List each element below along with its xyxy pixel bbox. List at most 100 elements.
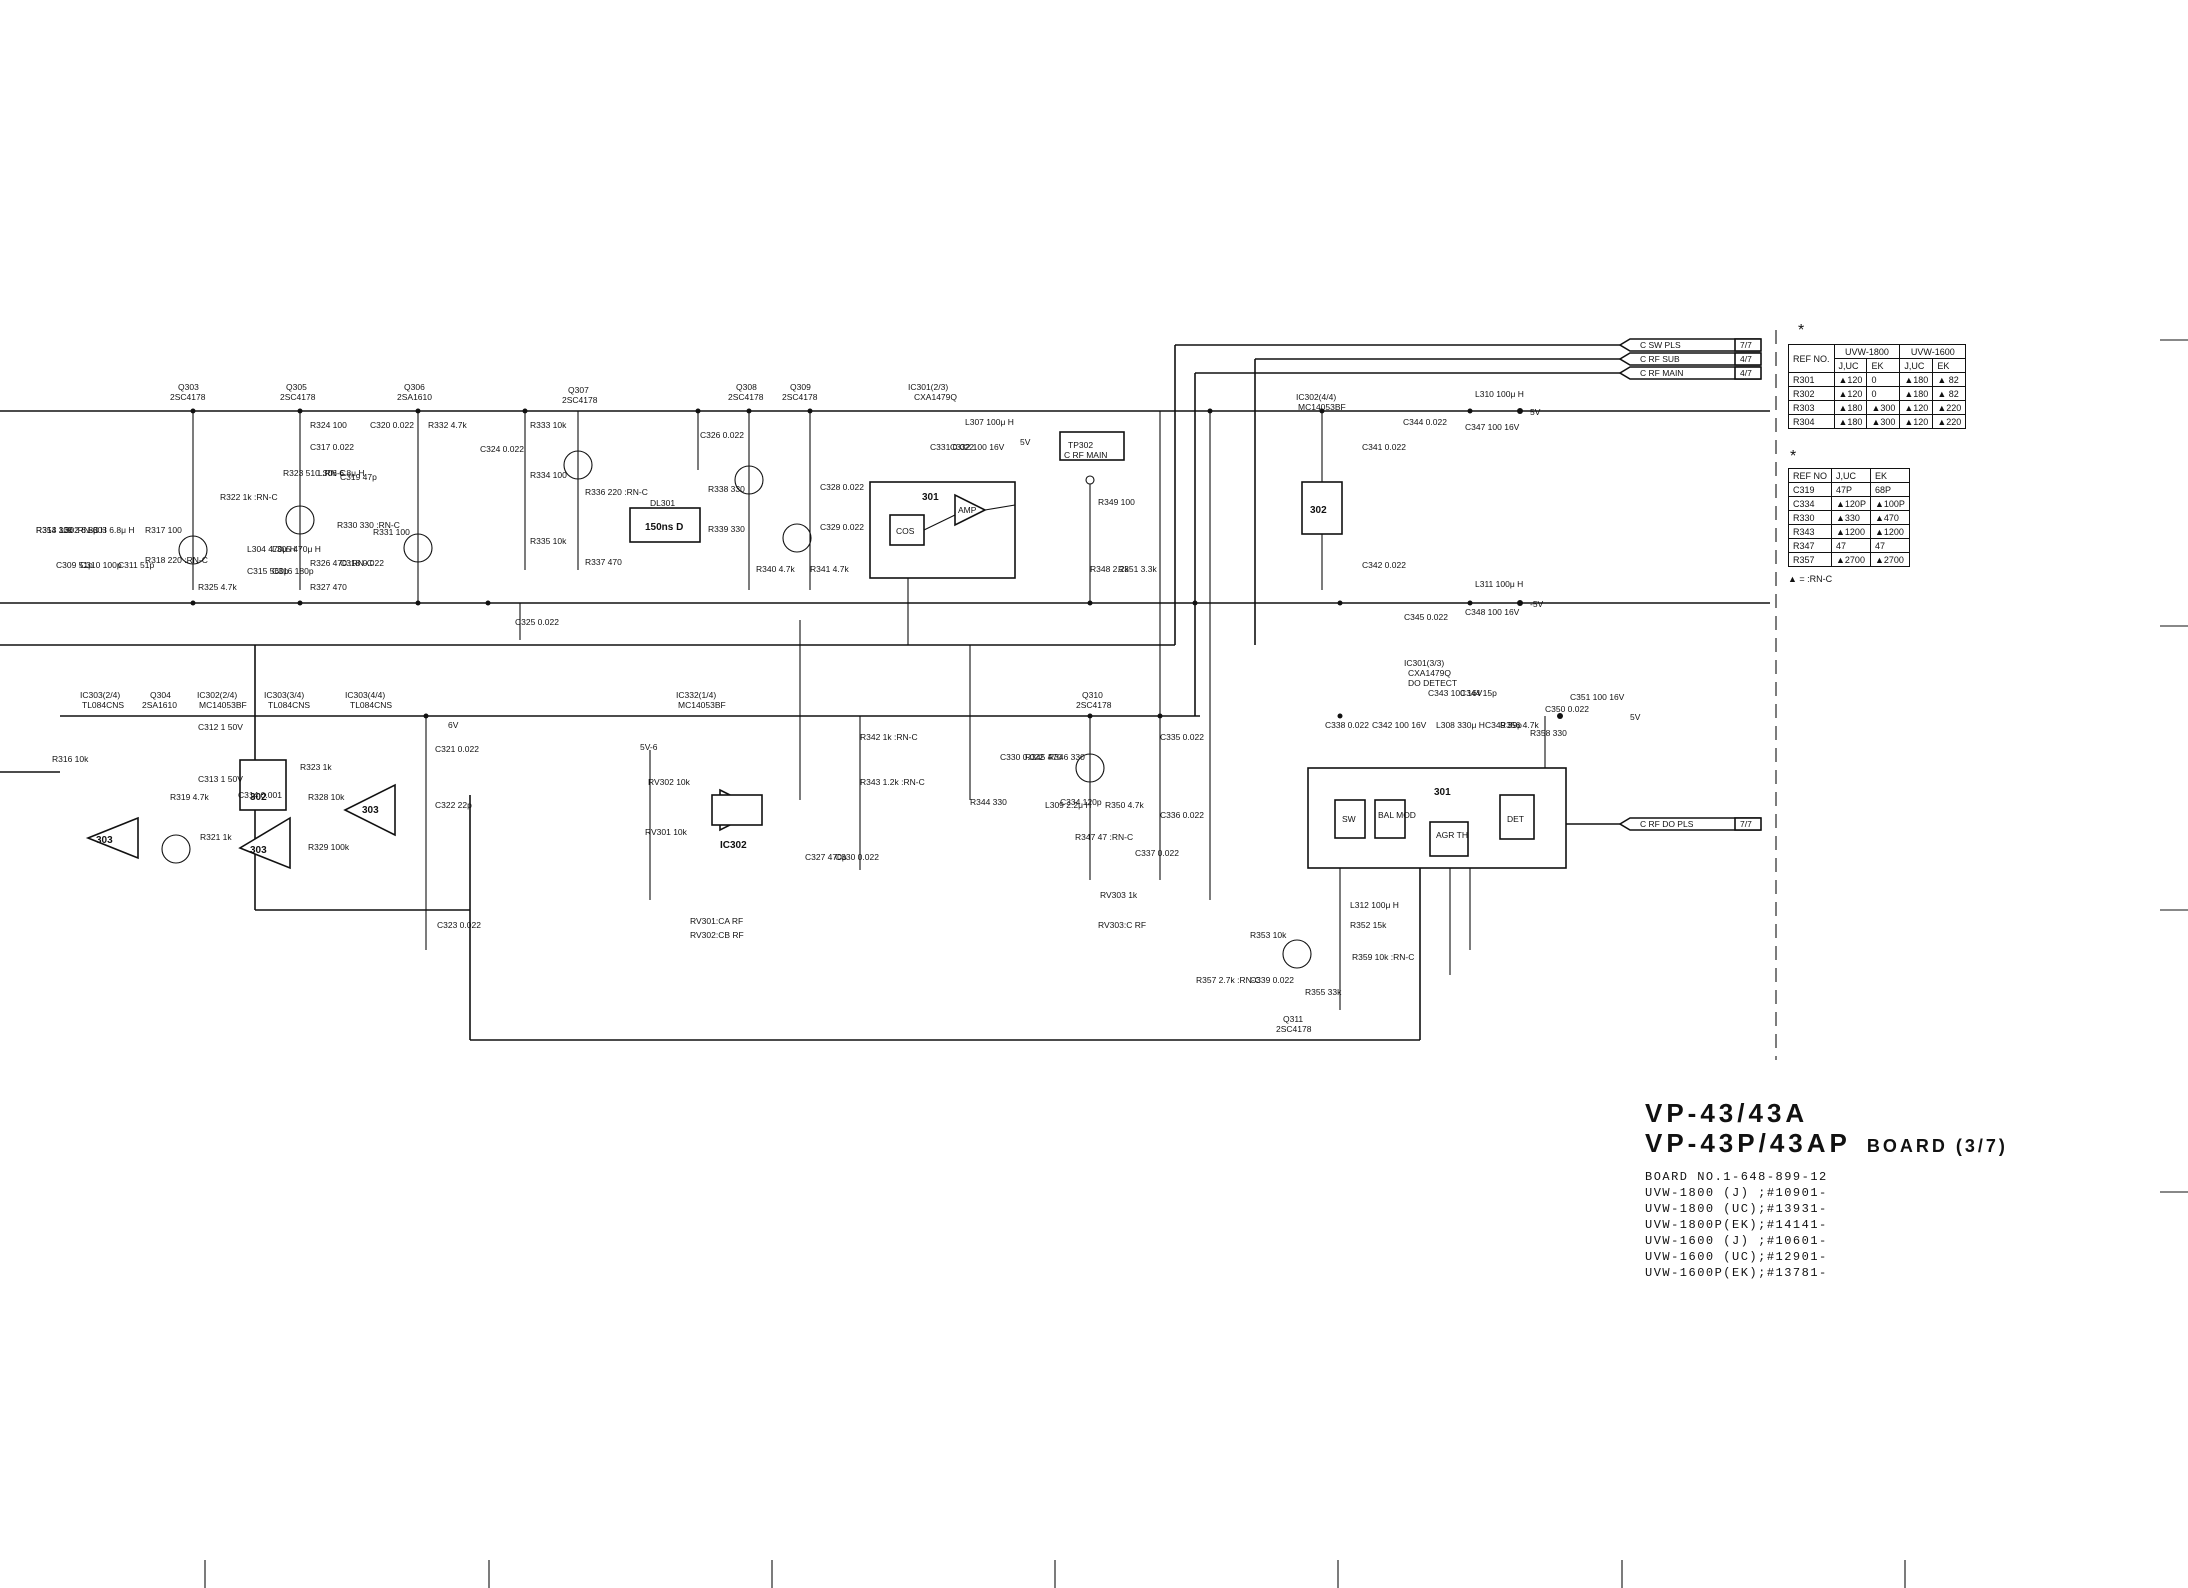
board-number: BOARD NO.1-648-899-12 <box>1645 1170 1828 1184</box>
serial-2: UVW-1800P(EK);#14141- <box>1645 1218 1828 1232</box>
component-label: R337 470 <box>585 557 622 567</box>
cell: 47P <box>1831 482 1871 497</box>
q310-ref: Q310 <box>1082 690 1103 700</box>
component-label: R331 100 <box>373 527 410 537</box>
cell: ▲220 <box>1932 414 1967 429</box>
cell: R343 <box>1787 524 1833 539</box>
component-label: R339 330 <box>708 524 745 534</box>
ic301-bot-sw: SW <box>1342 814 1356 824</box>
tp302-name: C RF MAIN <box>1064 450 1107 460</box>
component-label: L304 470μ H <box>247 544 296 554</box>
cell: ▲180 <box>1833 414 1868 429</box>
component-label: R323 510 :RN-C <box>283 468 346 478</box>
component-label: RV302 10k <box>648 777 691 787</box>
q307-ref: Q307 <box>568 385 589 395</box>
component-label: C330 0.022 <box>1000 752 1044 762</box>
ic303b-ref: IC303(3/4) <box>264 690 304 700</box>
component-label: C336 0.022 <box>1160 810 1204 820</box>
cell: ▲180 <box>1899 386 1934 401</box>
adjust-note-3: RV303:C RF <box>1098 920 1146 930</box>
serial-4: UVW-1600 (UC);#12901- <box>1645 1250 1828 1264</box>
t1-sub: EK <box>1866 358 1901 373</box>
ic302a-part: MC14053BF <box>199 700 247 710</box>
q311-ref: Q311 <box>1283 1014 1303 1024</box>
component-label: R321 1k <box>200 832 232 842</box>
supply-n5v: -5V <box>1530 599 1544 609</box>
component-label: C328 0.022 <box>820 482 864 492</box>
component-label: L303 6.8μ H <box>88 525 134 535</box>
cell: R304 <box>1788 414 1835 429</box>
supply-5v-b: 5V <box>1530 407 1541 417</box>
ic332-ref: IC332(1/4) <box>676 690 716 700</box>
ic302-top-num: 302 <box>1310 505 1327 516</box>
q307-part: 2SC4178 <box>562 395 598 405</box>
component-label: C309 51p <box>56 560 93 570</box>
component-label: R348 2.2k <box>1090 564 1129 574</box>
tp302 <box>1059 431 1125 485</box>
component-label: L312 100μ H <box>1350 900 1399 910</box>
component-label: C319 47p <box>340 472 377 482</box>
ic303c-part: TL084CNS <box>350 700 392 710</box>
t2-head: EK <box>1869 468 1910 483</box>
conn-rf-main-page: 4/7 <box>1740 368 1752 378</box>
component-label: C323 0.022 <box>437 920 481 930</box>
component-label: C350 0.022 <box>1545 704 1589 714</box>
component-label: R326 470 :RN-C <box>310 558 373 568</box>
component-label: R338 330 <box>708 484 745 494</box>
conn-rf-main: C RF MAIN <box>1640 368 1683 378</box>
cell: ▲1200 <box>1831 524 1871 539</box>
q310-part: 2SC4178 <box>1076 700 1112 710</box>
ic301-bottom <box>1307 767 1567 869</box>
cell: R302 <box>1788 386 1835 401</box>
component-label: RV303 1k <box>1100 890 1138 900</box>
ic303a-part: TL084CNS <box>82 700 124 710</box>
tp302-ref: TP302 <box>1068 440 1093 450</box>
component-label: R319 4.7k <box>170 792 209 802</box>
component-label: C315 560p <box>247 566 289 576</box>
component-label: R345 470 <box>1025 752 1062 762</box>
q309-part: 2SC4178 <box>782 392 818 402</box>
component-label: R341 4.7k <box>810 564 849 574</box>
component-label: R340 4.7k <box>756 564 795 574</box>
cell: R357 <box>1787 552 1833 567</box>
ic301-bot-func: DO DETECT <box>1408 678 1457 688</box>
component-label: C344 0.022 <box>1403 417 1447 427</box>
q308-ref: Q308 <box>736 382 757 392</box>
table-row: R303▲180▲300▲120▲220 <box>1788 400 1967 415</box>
component-label: C311 51p <box>118 560 155 570</box>
cell: ▲120P <box>1831 496 1871 511</box>
cell: ▲300 <box>1866 400 1901 415</box>
component-label: C313 1 50V <box>198 774 243 784</box>
q304-part: 2SA1610 <box>142 700 177 710</box>
serial-5: UVW-1600P(EK);#13781- <box>1645 1266 1828 1280</box>
table2-star: * <box>1790 448 1797 465</box>
component-label: R332 4.7k <box>428 420 467 430</box>
component-label: R351 3.3k <box>1118 564 1157 574</box>
component-label: L311 100μ H <box>1475 579 1523 589</box>
ic301-top-num: 301 <box>922 492 939 503</box>
component-label: C345 0.022 <box>1404 612 1448 622</box>
component-label: R328 10k <box>308 792 345 802</box>
t2-head: REF NO <box>1787 468 1833 483</box>
component-label: C347 100 16V <box>1465 422 1520 432</box>
ic302a-num: 302 <box>250 792 267 803</box>
table-row: R330▲330▲470 <box>1787 510 1910 525</box>
component-label: L310 100μ H <box>1475 389 1524 399</box>
cell: ▲180 <box>1833 400 1868 415</box>
component-label: R344 330 <box>970 797 1007 807</box>
ic301-bot-num: 301 <box>1434 787 1451 798</box>
component-label: C324 0.022 <box>480 444 524 454</box>
component-label: R335 10k <box>530 536 567 546</box>
component-label: C332 100 16V <box>950 442 1005 452</box>
component-label: L307 100μ H <box>965 417 1014 427</box>
ic301-bot-agr: AGR TH <box>1436 830 1468 840</box>
component-label: C320 0.022 <box>370 420 414 430</box>
cell: R330 <box>1787 510 1833 525</box>
ic303a-ref: IC303(2/4) <box>80 690 120 700</box>
cell: ▲120 <box>1899 414 1934 429</box>
ref-table-1: REF NO. UVW-1800 UVW-1600 J,UC EK J,UC E… <box>1788 344 1967 429</box>
cell: ▲180 <box>1899 372 1934 387</box>
